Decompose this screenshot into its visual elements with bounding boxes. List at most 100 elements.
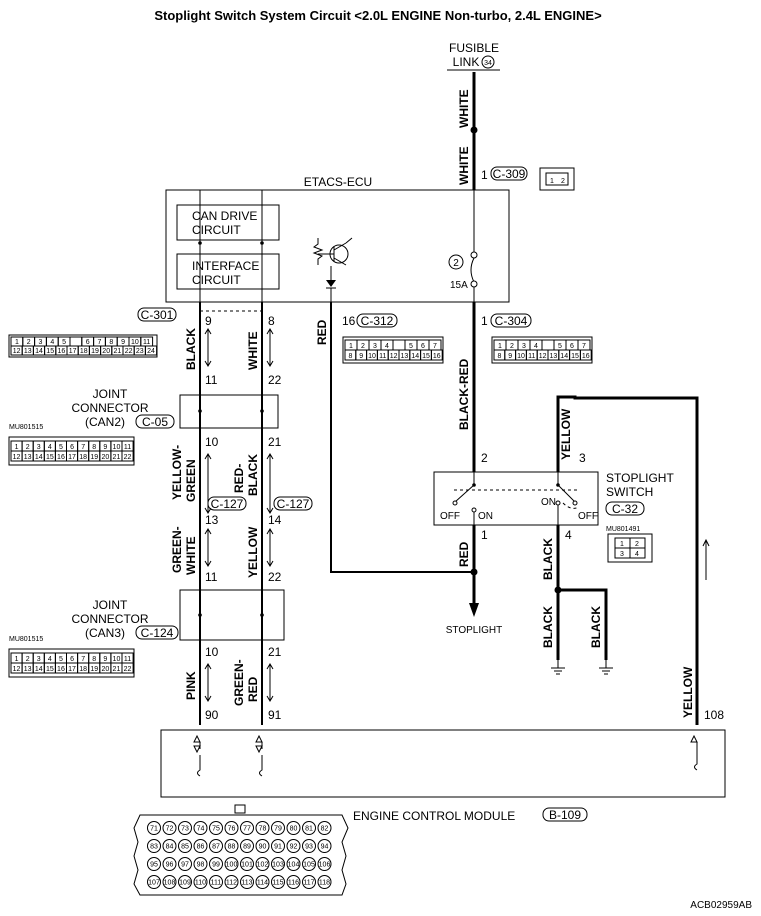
connector-pin-number: 11 (379, 353, 386, 360)
wire-label-white-2: WHITE (457, 146, 471, 185)
connector-pin-number: 17 (69, 348, 77, 355)
ecm-pin (271, 857, 285, 871)
ecm-pin-number: 91 (274, 844, 282, 851)
c127-label-1: C-127 (211, 497, 244, 511)
mu801515-label-1: MU801515 (9, 424, 43, 431)
ecm-pin-number: 78 (259, 826, 267, 833)
ecm-pin (162, 875, 177, 889)
ecm-pin-number: 106 (319, 862, 331, 869)
connector-pin-number: 7 (81, 656, 85, 663)
ecm-pin (193, 821, 208, 835)
connector-pin-number: 10 (113, 656, 121, 663)
ecm-pin (178, 839, 192, 853)
connector-pin-number: 3 (522, 343, 526, 350)
can-drive-label-1: CAN DRIVE (192, 209, 257, 223)
can3-label-1: JOINT (93, 598, 128, 612)
ecm-pin-number: 99 (212, 862, 220, 869)
connector-pin-number: 6 (570, 343, 574, 350)
c309-pin-1: 1 (550, 178, 554, 185)
interface-circuit-box (176, 253, 280, 290)
wire-label-red-black-1: RED- (232, 464, 246, 493)
connector-cell (69, 336, 83, 347)
pin-10-can2: 10 (205, 435, 219, 449)
ecm-pin-number: 100 (226, 862, 238, 869)
connector-pin-number: 19 (90, 454, 98, 461)
transistor-icon (312, 237, 353, 289)
wire-label-yellow-1: YELLOW (246, 526, 260, 578)
ecm-pin-number: 112 (226, 880, 237, 887)
can3-label-2: CONNECTOR (71, 612, 148, 626)
c312-label: C-312 (361, 314, 394, 328)
ecm-pin-number: 88 (228, 844, 236, 851)
connector-pin-number: 10 (517, 353, 525, 360)
connector-pin-number: 18 (80, 348, 88, 355)
connector-pin-number: 5 (558, 343, 562, 350)
ecm-pin-number: 109 (179, 880, 191, 887)
pin-4: 4 (565, 528, 572, 542)
ecm-pin (178, 821, 192, 835)
switch-on-label-2: ON (541, 497, 556, 508)
connector-pin-number: 12 (390, 353, 398, 360)
ecm-pin (147, 821, 161, 835)
ecm-pin (255, 875, 270, 889)
switch-contacts-icon (452, 472, 580, 525)
ecm-pin-number: 72 (166, 826, 174, 833)
wire-label-yellow-green-2: GREEN (184, 459, 198, 502)
pin-90: 90 (205, 708, 219, 722)
ecm-pin (147, 875, 161, 889)
signal-arrow (204, 328, 274, 367)
connector-pin-number: 12 (13, 348, 21, 355)
ecm-pin (209, 839, 223, 853)
can-drive-circuit-box (176, 204, 280, 241)
connector-pin-number: 15 (46, 348, 54, 355)
ecm-label: ENGINE CONTROL MODULE (353, 809, 515, 823)
c304-label: C-304 (495, 314, 528, 328)
connector-pin-number: 21 (114, 348, 122, 355)
stoplight-label: STOPLIGHT (446, 625, 503, 636)
ecm-pin-number: 73 (181, 826, 189, 833)
fusible-link-label-1: FUSIBLE (449, 41, 499, 55)
connector-pin-number: 2 (26, 444, 30, 451)
can3-label-3: (CAN3) (85, 626, 125, 640)
connector-pin-number: 16 (582, 353, 590, 360)
ecm-pin-number: 76 (228, 826, 236, 833)
ecm-pin (209, 875, 223, 889)
ecm-pin-number: 95 (150, 862, 158, 869)
c32-label: C-32 (612, 502, 638, 516)
pin-22-can3: 22 (268, 570, 282, 584)
pin-108: 108 (704, 708, 724, 722)
connector-pin-number: 11 (124, 656, 131, 663)
ecm-box (160, 729, 726, 798)
ecm-pin (317, 839, 332, 853)
connector-pin-number: 10 (131, 339, 139, 346)
ecm-pin-number: 114 (257, 880, 268, 887)
ecm-pin-number: 93 (305, 844, 313, 851)
wire-label-green-red-2: RED (246, 676, 260, 702)
connector-cell (579, 349, 592, 361)
connector-pin-number: 4 (48, 656, 52, 663)
connector-pin-number: 12 (13, 666, 21, 673)
fusible-link-label-2: LINK (453, 55, 480, 69)
ecm-pin (255, 839, 270, 853)
ecm-pin-number: 80 (290, 826, 298, 833)
c301-label: C-301 (141, 308, 174, 322)
switch-label-2: SWITCH (606, 485, 653, 499)
ecm-pin-number: 89 (243, 844, 251, 851)
ecm-pin (178, 857, 192, 871)
connector-pin-number: 13 (24, 348, 32, 355)
connector-pin-number: 13 (401, 353, 409, 360)
node (260, 409, 264, 413)
wire-label-green-white-1: GREEN- (170, 526, 184, 573)
connector-pin-number: 17 (68, 454, 76, 461)
c32-pin-2: 2 (635, 541, 639, 548)
yellow-wire (556, 395, 699, 725)
switch-off-label-2: OFF (578, 511, 598, 522)
wire-label-pink: PINK (184, 671, 198, 700)
c124-label: C-124 (141, 626, 174, 640)
pin-22-can2: 22 (268, 373, 282, 387)
connector-pin-number: 1 (15, 339, 19, 346)
connector-pin-number: 9 (359, 353, 363, 360)
